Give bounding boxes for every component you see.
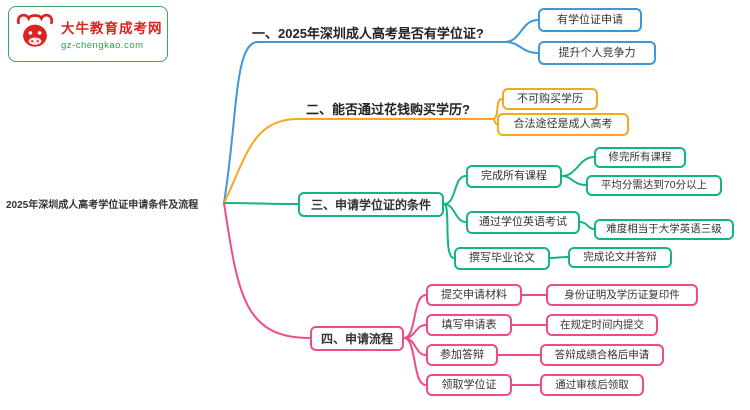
branch-3-item-2: 通过学位英语考试 bbox=[466, 211, 580, 234]
branch-4-item-3: 参加答辩 bbox=[426, 344, 498, 366]
branch-4-topic: 四、申请流程 bbox=[310, 326, 404, 351]
branch-1-topic: 一、2025年深圳成人高考是否有学位证? bbox=[252, 25, 484, 41]
branch-2-topic: 二、能否通过花钱购买学历? bbox=[306, 101, 470, 117]
branch-4-item-2: 填写申请表 bbox=[426, 314, 512, 336]
logo-domain: gz-chengkao.com bbox=[61, 40, 144, 51]
branch-3-topic: 三、申请学位证的条件 bbox=[298, 192, 444, 217]
root-topic: 2025年深圳成人高考学位证申请条件及流程 bbox=[6, 200, 199, 211]
branch-1-item-1: 有学位证申请 bbox=[538, 8, 642, 32]
branch-1-item-2: 提升个人竞争力 bbox=[538, 41, 656, 65]
branch-4-item-1: 提交申请材料 bbox=[426, 284, 522, 306]
branch-4-item-1-sub-1: 身份证明及学历证复印件 bbox=[546, 284, 698, 306]
branch-3-item-3-sub-1: 完成论文并答辩 bbox=[568, 247, 672, 268]
branch-3-item-3: 撰写毕业论文 bbox=[454, 247, 550, 270]
logo-title: 大牛教育成考网 bbox=[61, 21, 163, 36]
branch-4-item-4-sub-1: 通过审核后领取 bbox=[540, 374, 644, 396]
branch-4-item-2-sub-1: 在规定时间内提交 bbox=[546, 314, 658, 336]
branch-3-item-1-sub-1: 修完所有课程 bbox=[594, 147, 686, 168]
branch-4-item-4: 领取学位证 bbox=[426, 374, 512, 396]
branch-4-item-3-sub-1: 答辩成绩合格后申请 bbox=[540, 344, 664, 366]
branch-2-item-1: 不可购买学历 bbox=[502, 88, 598, 110]
bull-logo-icon bbox=[13, 10, 57, 59]
site-logo: 大牛教育成考网 gz-chengkao.com bbox=[8, 6, 168, 62]
branch-3-item-1: 完成所有课程 bbox=[466, 165, 562, 188]
branch-3-item-2-sub-1: 难度相当于大学英语三级 bbox=[594, 219, 734, 240]
branch-3-item-1-sub-2: 平均分需达到70分以上 bbox=[586, 175, 722, 196]
branch-2-item-2: 合法途径是成人高考 bbox=[497, 113, 629, 136]
